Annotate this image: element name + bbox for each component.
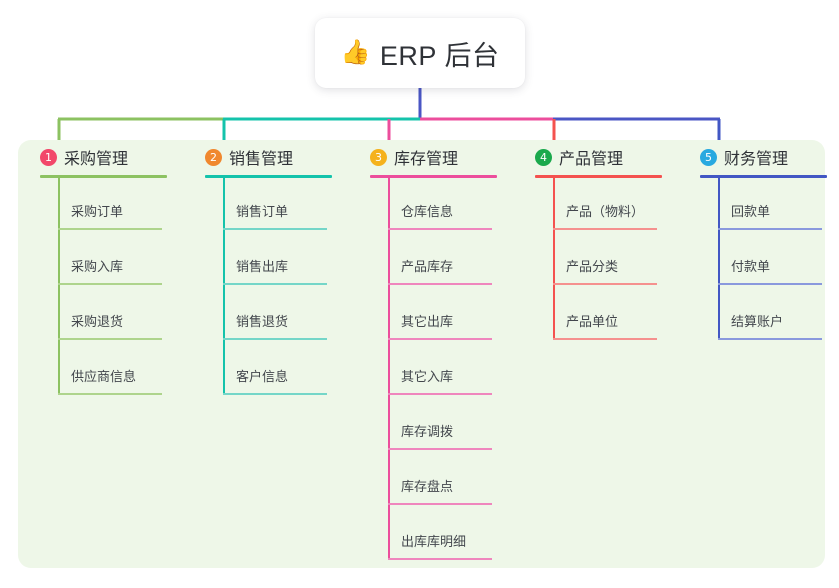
branch-leaf-label: 回款单: [731, 204, 771, 219]
branch-spine: [58, 175, 60, 395]
branch-number-badge: 5: [700, 148, 717, 166]
branch-leaf-underline: [223, 338, 327, 340]
branch-panel: 1 采购管理采购订单采购入库采购退货供应商信息 2 销售管理销售订单销售出库销售退货客…: [18, 140, 827, 568]
branch-title: 财务管理: [724, 151, 789, 168]
branch-number-badge: 3: [370, 148, 387, 166]
branch-leaf-underline: [718, 283, 822, 285]
branch-header-1[interactable]: 1 采购管理: [40, 144, 128, 170]
branch-header-3[interactable]: 3 库存管理: [370, 144, 458, 170]
root-node[interactable]: 👍 ERP 后台: [315, 18, 525, 88]
branch-header-2[interactable]: 2 销售管理: [205, 144, 293, 170]
branch-leaf-underline: [58, 283, 162, 285]
branch-number-badge: 2: [205, 148, 222, 166]
branch-leaf-underline: [388, 448, 492, 450]
branch-leaf-label: 产品库存: [401, 259, 454, 274]
branch-title: 采购管理: [64, 151, 129, 168]
branch-leaf[interactable]: 库存调拨: [388, 422, 492, 450]
branch-header-5[interactable]: 5 财务管理: [700, 144, 788, 170]
branch-leaf-label: 库存调拨: [401, 424, 454, 439]
root-node-text: ERP 后台: [379, 40, 500, 71]
branch-leaf[interactable]: 销售订单: [223, 202, 327, 230]
branch-leaf[interactable]: 客户信息: [223, 367, 327, 395]
branch-leaf-underline: [58, 338, 162, 340]
branch-leaf[interactable]: 采购订单: [58, 202, 162, 230]
branch-leaf-label: 出库库明细: [401, 534, 467, 549]
branch-leaf-underline: [388, 393, 492, 395]
branch-leaf[interactable]: 库存盘点: [388, 477, 492, 505]
branch-leaf-label: 产品分类: [566, 259, 619, 274]
branch-spine: [388, 175, 390, 560]
branch-leaf-underline: [388, 283, 492, 285]
branch-leaf[interactable]: 出库库明细: [388, 532, 492, 560]
branch-title: 产品管理: [559, 151, 624, 168]
branch-underline: [40, 175, 167, 178]
branch-leaf-label: 客户信息: [236, 369, 289, 384]
branch-leaf-label: 产品单位: [566, 314, 619, 329]
branch-leaf-label: 采购入库: [71, 259, 124, 274]
branch-leaf-label: 采购订单: [71, 204, 124, 219]
branch-underline: [535, 175, 662, 178]
branch-leaf[interactable]: 仓库信息: [388, 202, 492, 230]
branch-underline: [700, 175, 827, 178]
branch-leaf-label: 采购退货: [71, 314, 124, 329]
branch-leaf[interactable]: 其它出库: [388, 312, 492, 340]
branch-leaf[interactable]: 销售出库: [223, 257, 327, 285]
branch-leaf-underline: [718, 338, 822, 340]
branch-leaf-underline: [388, 338, 492, 340]
branch-leaf-underline: [388, 503, 492, 505]
branch-leaf[interactable]: 产品单位: [553, 312, 657, 340]
branch-leaf[interactable]: 供应商信息: [58, 367, 162, 395]
branch-leaf-underline: [553, 338, 657, 340]
branch-leaf[interactable]: 回款单: [718, 202, 822, 230]
branch-leaf-underline: [553, 283, 657, 285]
branch-leaf-underline: [223, 283, 327, 285]
branch-spine: [553, 175, 555, 340]
branch-leaf-underline: [223, 228, 327, 230]
branch-leaf-underline: [388, 228, 492, 230]
branch-leaf-label: 付款单: [731, 259, 771, 274]
root-node-label: 👍 ERP 后台: [341, 34, 500, 73]
branch-spine: [718, 175, 720, 340]
branch-title: 库存管理: [394, 151, 459, 168]
branch-leaf-label: 仓库信息: [401, 204, 454, 219]
branch-leaf-underline: [58, 393, 162, 395]
branch-number-badge: 4: [535, 148, 552, 166]
branch-leaf-label: 供应商信息: [71, 369, 137, 384]
thumbs-up-icon: 👍: [340, 39, 371, 66]
branch-leaf[interactable]: 产品库存: [388, 257, 492, 285]
branch-leaf-label: 结算账户: [731, 314, 784, 329]
branch-header-4[interactable]: 4 产品管理: [535, 144, 623, 170]
branch-leaf[interactable]: 产品（物料）: [553, 202, 657, 230]
branch-underline: [205, 175, 332, 178]
branch-leaf-underline: [223, 393, 327, 395]
branch-leaf-label: 销售退货: [236, 314, 289, 329]
branch-leaf-label: 其它入库: [401, 369, 454, 384]
branch-title: 销售管理: [229, 151, 294, 168]
branch-leaf-label: 其它出库: [401, 314, 454, 329]
branch-leaf[interactable]: 采购入库: [58, 257, 162, 285]
branch-leaf-label: 库存盘点: [401, 479, 454, 494]
branch-leaf-underline: [58, 228, 162, 230]
branch-leaf-underline: [553, 228, 657, 230]
branch-leaf-label: 销售出库: [236, 259, 289, 274]
branch-leaf-label: 销售订单: [236, 204, 289, 219]
branch-number-badge: 1: [40, 148, 57, 166]
branch-leaf[interactable]: 其它入库: [388, 367, 492, 395]
branch-leaf[interactable]: 结算账户: [718, 312, 822, 340]
branch-leaf-underline: [388, 558, 492, 560]
branch-underline: [370, 175, 497, 178]
branch-leaf[interactable]: 付款单: [718, 257, 822, 285]
branch-leaf[interactable]: 销售退货: [223, 312, 327, 340]
branch-leaf[interactable]: 产品分类: [553, 257, 657, 285]
branch-leaf[interactable]: 采购退货: [58, 312, 162, 340]
branch-spine: [223, 175, 225, 395]
branch-leaf-underline: [718, 228, 822, 230]
branch-leaf-label: 产品（物料）: [566, 204, 645, 219]
